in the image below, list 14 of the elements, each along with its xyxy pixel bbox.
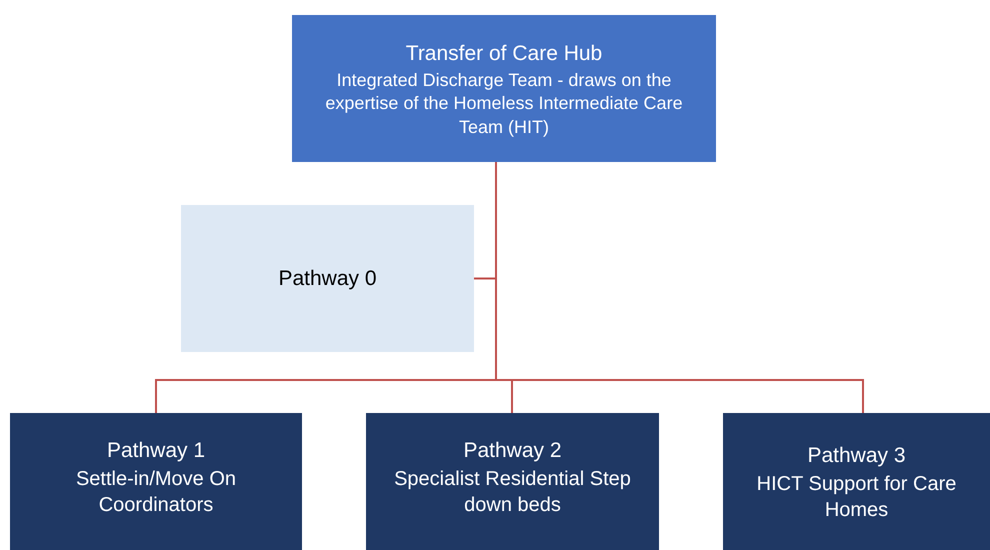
heading-text: Pathway 0 [278,266,377,292]
body-text: Integrated Discharge Team - draws on the expertise of the Homeless Intermediate Care Team (HIT) [324,69,684,139]
heading-text: Transfer of Care Hub [406,40,602,66]
body-text: Settle-in/Move On Coordinators [74,467,238,518]
process-box [10,413,302,550]
body-text: HICT Support for Care Homes [756,472,958,524]
heading-text: Pathway 1 [106,438,206,464]
process-box [292,15,716,162]
heading-text: Pathway 3 [807,442,906,468]
process-box [181,205,474,352]
process-box [723,413,990,550]
body-text: Specialist Residential Step down beds [393,467,632,518]
process-box [366,413,659,550]
heading-text: Pathway 2 [463,438,562,464]
